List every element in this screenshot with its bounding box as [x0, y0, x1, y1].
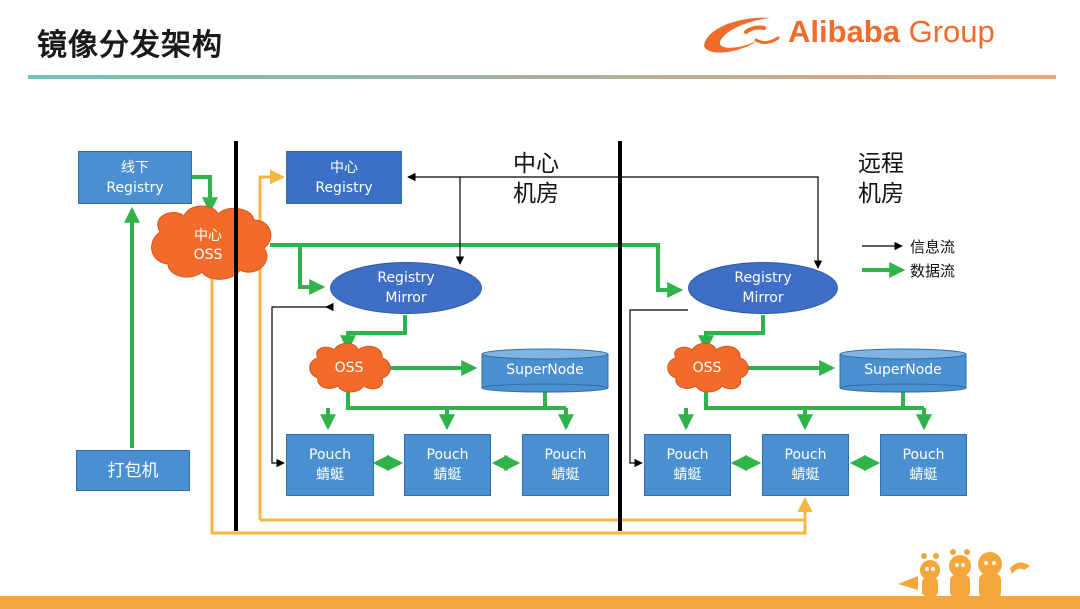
- center-oss-small-cloud-shape: [309, 342, 391, 393]
- alibaba-logo-icon: [704, 17, 780, 53]
- center-oss-line1: 中心: [194, 228, 222, 244]
- center-registry-line1: 中心: [330, 159, 358, 176]
- remote-pouch-1: Pouch 蜻蜓: [644, 434, 731, 496]
- remote-mirror-line2: Mirror: [742, 290, 784, 306]
- slide-title: 镜像分发架构: [37, 28, 223, 63]
- footer-bar: [0, 596, 1080, 609]
- center-pouch-3-line1: Pouch: [544, 447, 587, 463]
- remote-registry-mirror: Registry Mirror: [688, 262, 838, 314]
- remote-pouch-1-line2: 蜻蜓: [673, 467, 702, 483]
- center-mirror-line1: Registry: [377, 270, 435, 286]
- mascot-illustration: [898, 549, 1030, 598]
- legend-info-flow: 信息流: [910, 238, 956, 256]
- remote-room-line2: 机房: [858, 181, 904, 207]
- remote-supernode-label: SuperNode: [864, 362, 942, 378]
- offline-registry-box: 线下 Registry: [78, 151, 192, 204]
- alibaba-group-logo: Alibaba Group: [700, 10, 1050, 60]
- remote-pouch-2-line1: Pouch: [784, 447, 827, 463]
- header-underline: [28, 75, 1056, 79]
- center-registry-mirror: Registry Mirror: [330, 262, 482, 314]
- center-oss-line2: OSS: [193, 247, 223, 263]
- remote-supernode-cylinder: [839, 348, 967, 393]
- center-registry-line2: Registry: [315, 179, 373, 196]
- center-pouch-3: Pouch 蜻蜓: [522, 434, 609, 496]
- legend-data-flow: 数据流: [910, 262, 956, 280]
- center-room-line1: 中心: [513, 151, 559, 177]
- packager-box: 打包机: [76, 450, 190, 491]
- brand-wordmark: Alibaba Group: [788, 14, 995, 50]
- remote-pouch-3-line2: 蜻蜓: [909, 467, 938, 483]
- center-mirror-line2: Mirror: [385, 290, 427, 306]
- divider-center-remote: [618, 141, 622, 531]
- center-oss-cloud-shape: [151, 205, 272, 280]
- center-pouch-1-line1: Pouch: [309, 447, 351, 463]
- remote-room-label: 远程 机房: [858, 149, 904, 209]
- center-pouch-2-line1: Pouch: [426, 447, 469, 463]
- center-registry-box: 中心 Registry: [286, 151, 402, 204]
- remote-oss-small-cloud-shape: [667, 342, 749, 393]
- remote-pouch-2-line2: 蜻蜓: [791, 467, 820, 483]
- remote-pouch-1-line1: Pouch: [666, 447, 709, 463]
- offline-registry-line1: 线下: [121, 159, 149, 176]
- brand-name: Alibaba: [788, 14, 900, 49]
- packager-label: 打包机: [107, 460, 159, 481]
- remote-pouch-3: Pouch 蜻蜓: [880, 434, 967, 496]
- center-pouch-1-line2: 蜻蜓: [316, 467, 344, 483]
- remote-pouch-3-line1: Pouch: [902, 447, 945, 463]
- remote-mirror-line1: Registry: [734, 270, 792, 286]
- center-room-line2: 机房: [513, 181, 559, 207]
- center-pouch-1: Pouch 蜻蜓: [286, 434, 374, 496]
- data-flow-lines: [124, 175, 932, 471]
- remote-pouch-2: Pouch 蜻蜓: [762, 434, 849, 496]
- center-supernode-cylinder: [481, 348, 609, 393]
- center-oss-small: OSS: [334, 360, 364, 376]
- center-room-label: 中心 机房: [513, 149, 559, 209]
- yellow-flow-lines: [210, 169, 813, 535]
- center-pouch-3-line2: 蜻蜓: [551, 467, 580, 483]
- remote-room-line1: 远程: [858, 151, 904, 177]
- center-pouch-2: Pouch 蜻蜓: [404, 434, 491, 496]
- divider-offline-center: [234, 141, 238, 531]
- center-pouch-2-line2: 蜻蜓: [433, 467, 462, 483]
- offline-registry-line2: Registry: [106, 179, 164, 196]
- center-supernode-label: SuperNode: [506, 362, 584, 378]
- brand-suffix: Group: [899, 14, 995, 49]
- remote-oss-small: OSS: [692, 360, 722, 376]
- center-oss-cloud: 中心 OSS: [178, 227, 238, 265]
- info-flow-lines: [271, 172, 823, 468]
